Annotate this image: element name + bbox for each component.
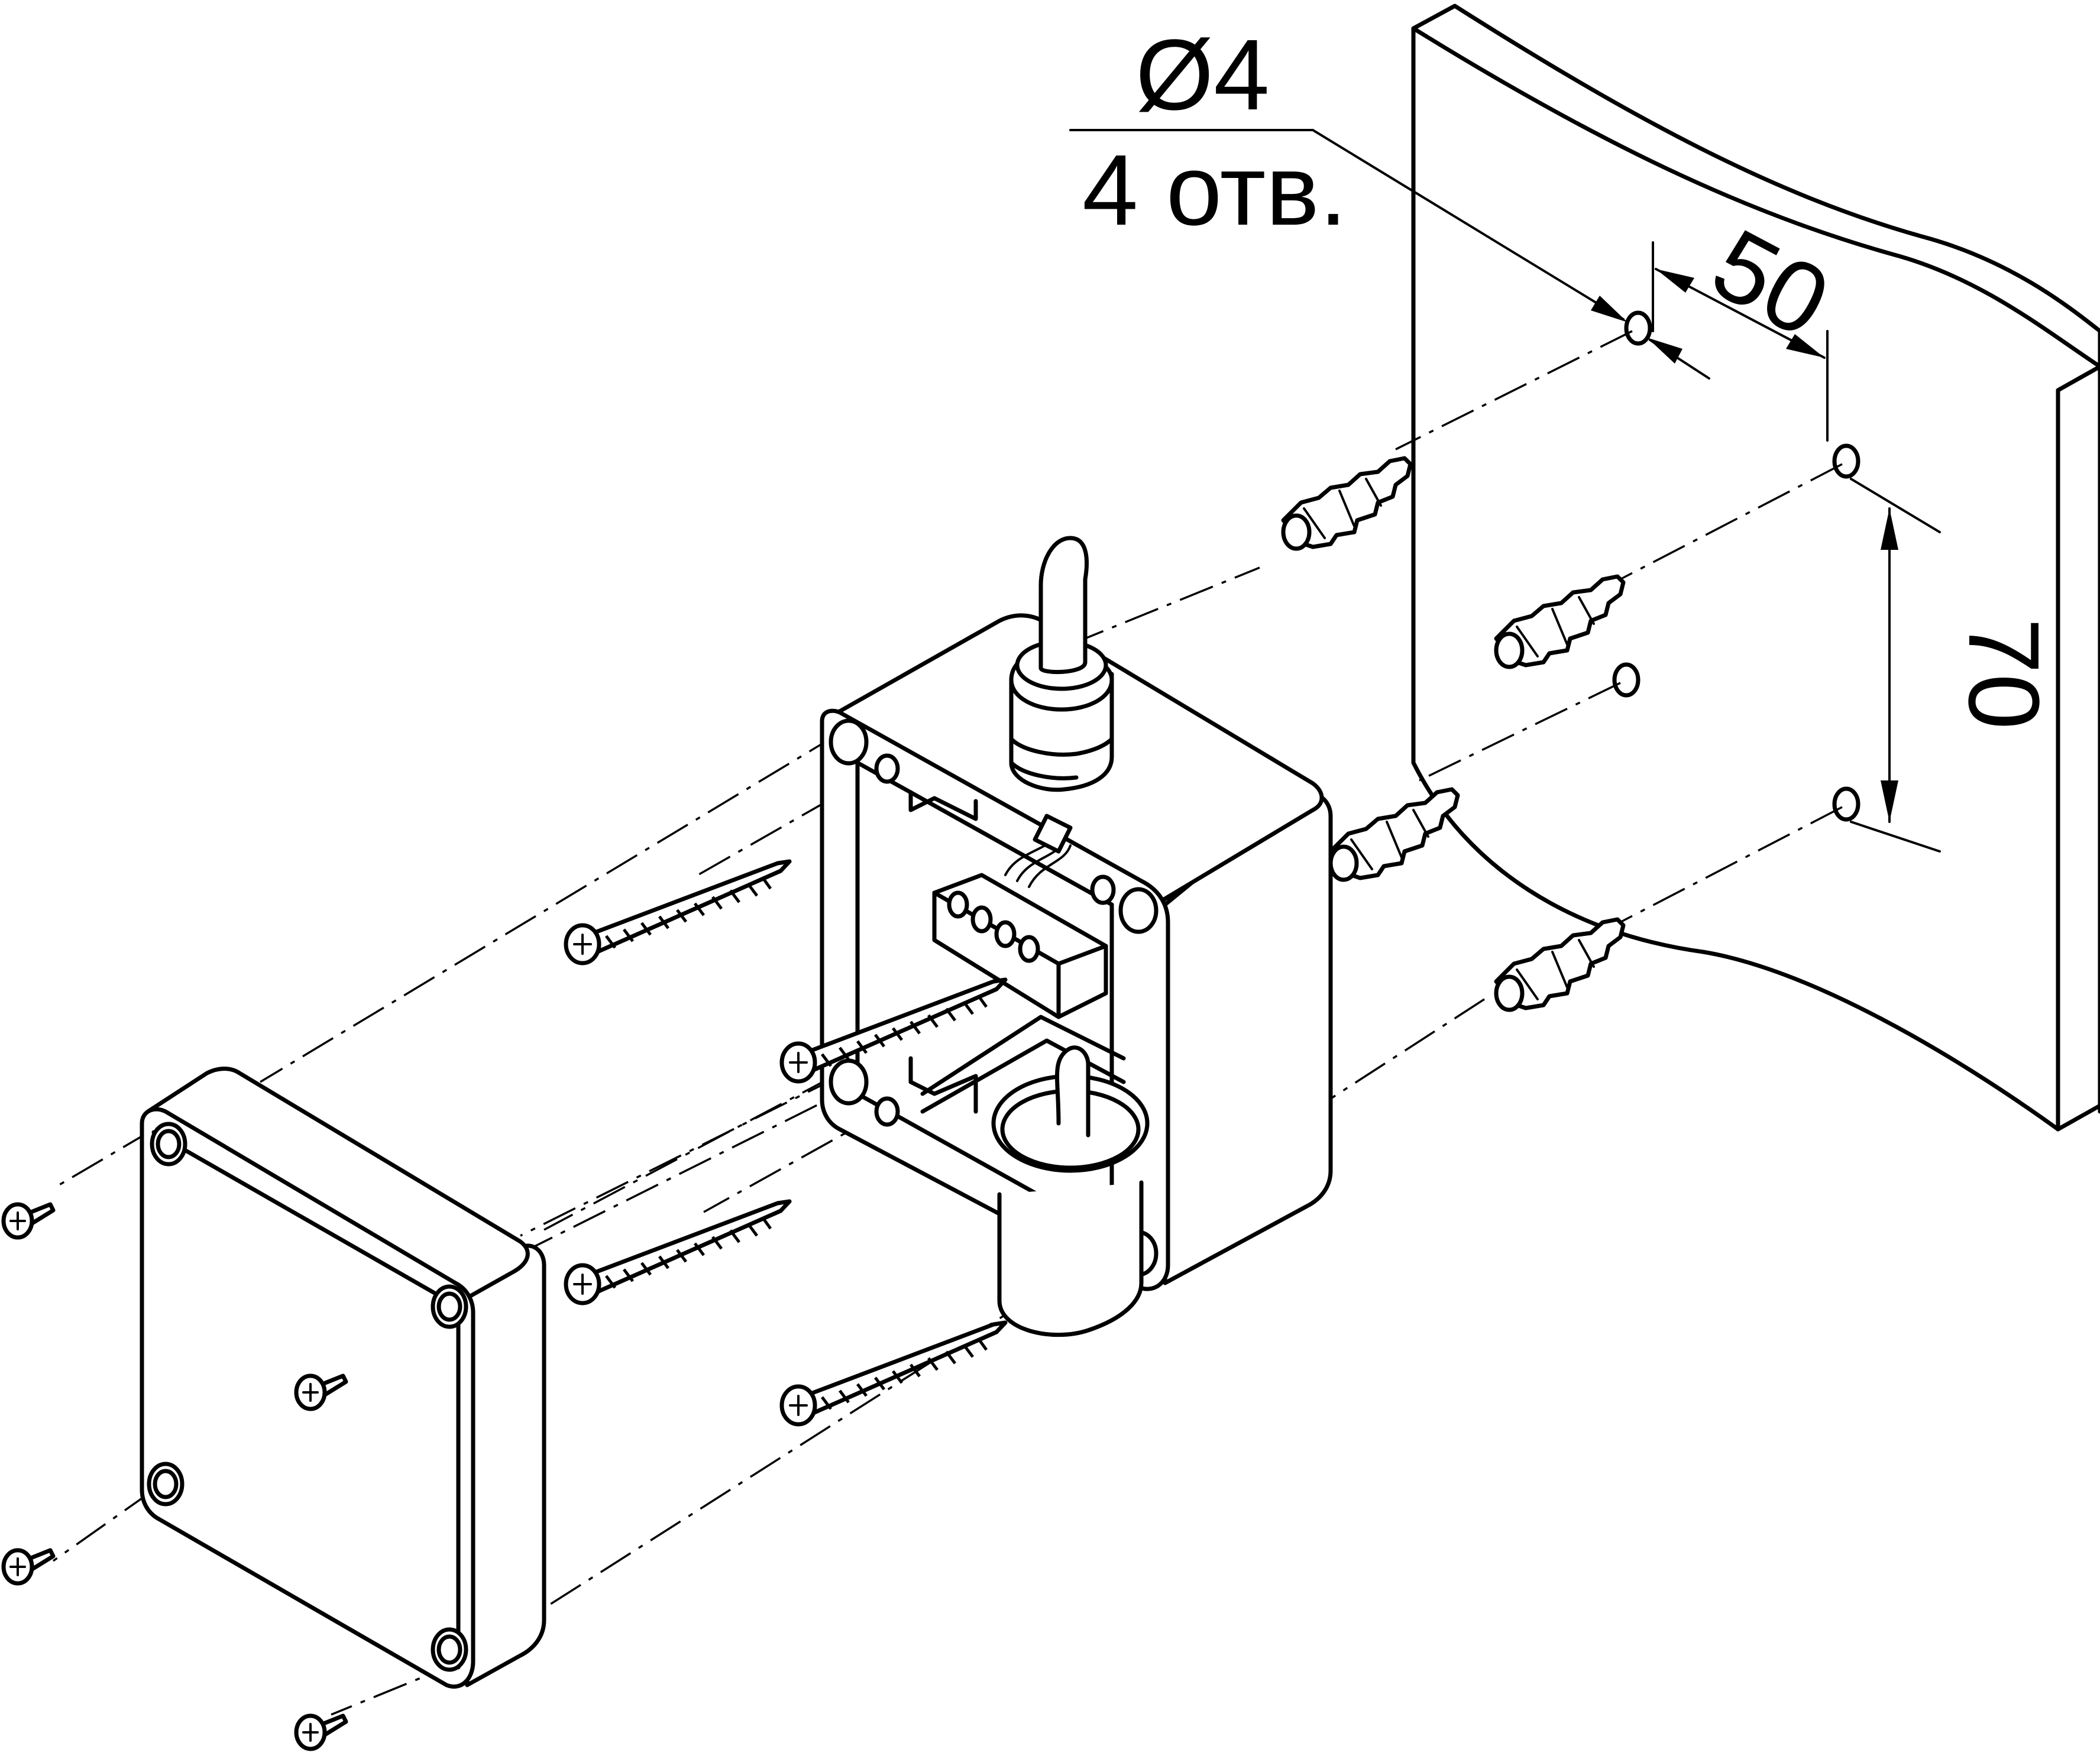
vertical-spacing-label: 70 <box>1947 618 2060 730</box>
wall <box>1411 4 2100 1132</box>
top-cable-gland <box>1009 536 1114 792</box>
terminal-block <box>932 814 1108 1019</box>
wall-plug-4 <box>1496 919 1623 1010</box>
wall-plug-3 <box>1331 789 1458 880</box>
dimension-vertical-spacing: 70 <box>1850 478 2060 853</box>
wall-plug-1 <box>1283 458 1410 549</box>
dimension-hole-diameter: Ø4 4 отв. <box>1069 19 1710 380</box>
lid-screw-1 <box>4 1204 53 1237</box>
lid-screw-4 <box>296 1716 346 1749</box>
lid-screw-3 <box>4 1550 53 1583</box>
bottom-cable-gland <box>991 1045 1150 1337</box>
long-screw-4 <box>782 1323 1005 1424</box>
long-screw-3 <box>566 1201 789 1303</box>
long-screw-1 <box>566 861 789 963</box>
hole-diameter-label: Ø4 <box>1135 19 1270 131</box>
hole-count-label: 4 отв. <box>1082 134 1347 247</box>
wall-holes <box>1612 310 1860 822</box>
